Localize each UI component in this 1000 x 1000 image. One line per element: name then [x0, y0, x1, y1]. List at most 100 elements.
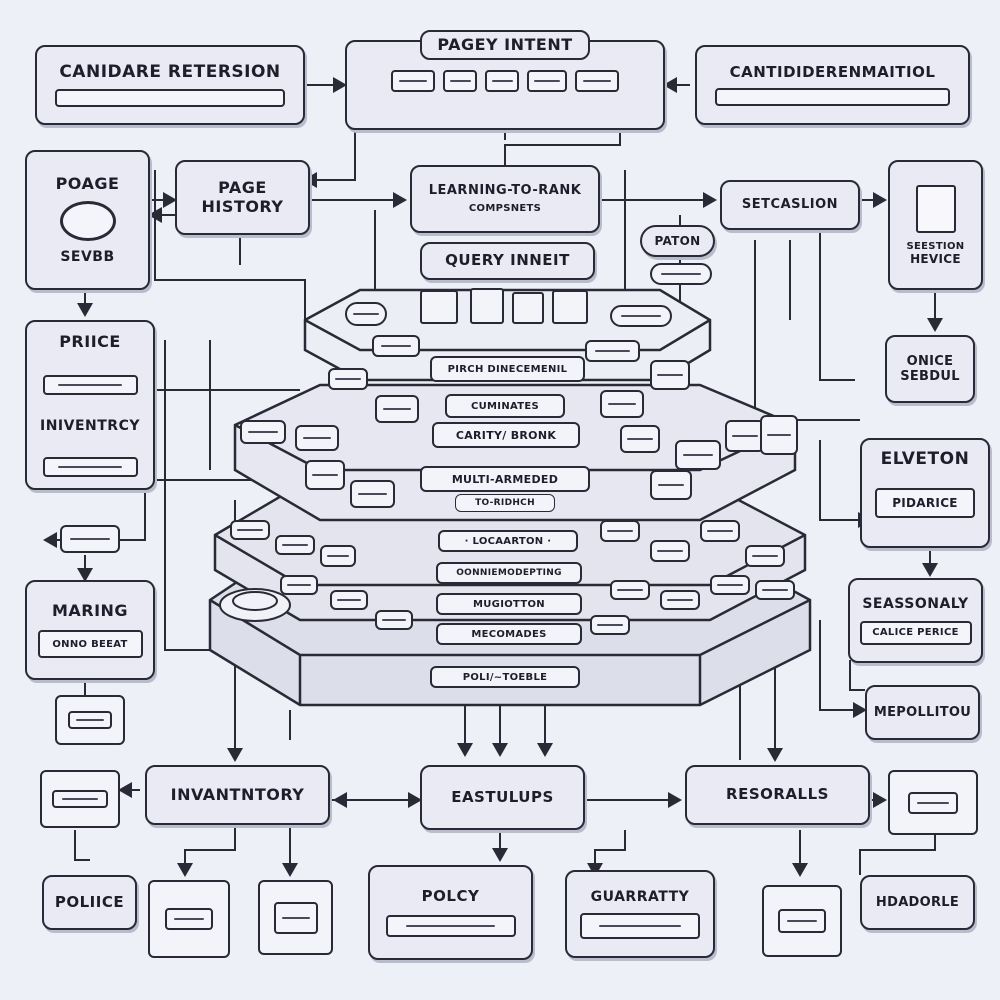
- layer-block: [760, 415, 798, 455]
- page-history-box: PAGE HISTORY: [175, 160, 310, 235]
- stack-layer-label: MULTI-ARMEDED: [420, 466, 590, 492]
- policy-field: [385, 915, 516, 938]
- page-intent-slots: [391, 70, 619, 92]
- key-block: [230, 520, 270, 540]
- small-chip: [258, 880, 333, 955]
- side-chip: [375, 395, 419, 423]
- maring-box: MARING ONNO BEEAT: [25, 580, 155, 680]
- stack-layer-label: MUGIOTTON: [436, 593, 582, 615]
- stack-layer-label: · LOCAARTON ·: [438, 530, 578, 552]
- once-sebdul-box: ONICE SEBDUL: [885, 335, 975, 403]
- page-sevbb-box: POAGE SEVBB: [25, 150, 150, 290]
- policy-label: POLCY: [421, 886, 480, 905]
- learning-to-rank-box: LEARNING-TO-RANK COMPSNETS: [410, 165, 600, 233]
- elevation-label: ELVETON: [880, 449, 970, 469]
- page-intent-box: PAGEY INTENT: [345, 30, 665, 130]
- selection-device-line2: HEVICE: [910, 251, 961, 266]
- candidate-right-field: [715, 87, 950, 106]
- query-innet-box: QUERY INNEIT: [420, 242, 595, 280]
- inventory-bottom-label: INVANTNTORY: [170, 784, 305, 804]
- stack-layer-label: POLI/~TOEBLE: [430, 666, 580, 688]
- side-chip: [372, 335, 420, 357]
- mepollition-box: MEPOLLITOU: [865, 685, 980, 740]
- key-block: [650, 540, 690, 562]
- intent-slot: [443, 70, 477, 92]
- side-chip: [328, 368, 368, 390]
- resoralls-box: RESORALLS: [685, 765, 870, 825]
- inventory-left-field: [42, 456, 138, 477]
- intent-slot: [575, 70, 619, 92]
- key-block: [755, 580, 795, 600]
- inventory-bottom-box: INVANTNTORY: [145, 765, 330, 825]
- candidate-retension-box: CANIDARE RETERSION: [35, 45, 305, 125]
- bubble-chip: [345, 302, 387, 326]
- page-sevbb-title: POAGE: [55, 173, 120, 193]
- layer-block: [305, 460, 345, 490]
- candidate-right-label: CANTIDIDERENMAITIOL: [729, 63, 936, 82]
- selection-device-line1: SEESTION: [906, 240, 965, 252]
- once-sebdul-line2: SEBDUL: [900, 369, 960, 384]
- key-block: [375, 610, 413, 630]
- cube-block: [470, 288, 504, 324]
- intent-slot: [527, 70, 567, 92]
- small-chip: [55, 695, 125, 745]
- stack-layer-label: TO-RIDHCH: [455, 494, 555, 512]
- small-chip: [148, 880, 230, 958]
- candidate-retension-field: [55, 88, 285, 107]
- cube-block: [512, 292, 544, 324]
- police-box: POLIICE: [42, 875, 137, 930]
- key-block: [330, 590, 368, 610]
- intent-slot: [485, 70, 519, 92]
- policy-box: POLCY: [368, 865, 533, 960]
- hdadorle-box: HDADORLE: [860, 875, 975, 930]
- page-sevbb-subtitle: SEVBB: [60, 249, 115, 266]
- candidate-right-box: CANTIDIDERENMAITIOL: [695, 45, 970, 125]
- stack-layer-label: MECOMADES: [436, 623, 582, 645]
- key-block: [610, 580, 650, 600]
- stack-layer-label: CARITY/ BRONK: [432, 422, 580, 448]
- price-field: [42, 374, 138, 395]
- key-block: [590, 615, 630, 635]
- key-block: [710, 575, 750, 595]
- mepollition-label: MEPOLLITOU: [873, 705, 972, 720]
- setcasion-box: SETCASLION: [720, 180, 860, 230]
- key-block: [700, 520, 740, 542]
- side-chip: [585, 340, 640, 362]
- seasonally-label: SEASSONALY: [862, 596, 969, 613]
- layer-block: [725, 420, 765, 452]
- key-block: [745, 545, 785, 567]
- key-block: [320, 545, 356, 567]
- hdadorle-label: HDADORLE: [875, 895, 960, 910]
- bubble-chip: [610, 305, 672, 327]
- pidarice-field: PIDARICE: [875, 487, 975, 518]
- key-block: [660, 590, 700, 610]
- small-chip: [60, 525, 120, 553]
- page-intent-title: PAGEY INTENT: [437, 34, 573, 54]
- side-chip: [650, 360, 690, 390]
- layer-block: [675, 440, 721, 470]
- bubble-chip: [650, 263, 712, 285]
- elevation-box: ELVETON PIDARICE: [860, 438, 990, 548]
- calce-perice-label: CALICE PERICE: [872, 627, 959, 639]
- onno-beeat-field: ONNO BEEAT: [37, 630, 143, 659]
- small-chip: [40, 770, 120, 828]
- key-block: [275, 535, 315, 555]
- key-block: [280, 575, 318, 595]
- learning-to-rank-title: LEARNING-TO-RANK: [428, 183, 582, 199]
- stack-layer-label: PIRCH DINECEMENIL: [430, 356, 585, 382]
- guarantty-box: GUARRATTY: [565, 870, 715, 958]
- calce-perice-field: CALICE PERICE: [859, 620, 972, 645]
- patton-bubble: PATON: [640, 225, 715, 257]
- onno-beeat-label: ONNO BEEAT: [52, 638, 128, 650]
- key-block: [600, 520, 640, 542]
- resoralls-label: RESORALLS: [726, 785, 829, 804]
- setcasion-label: SETCASLION: [741, 196, 839, 212]
- layer-block: [240, 420, 286, 444]
- once-sebdul-line1: ONICE: [906, 354, 954, 369]
- seasonally-box: SEASSONALY CALICE PERICE: [848, 578, 983, 663]
- price-label: PRIICE: [59, 332, 121, 352]
- selection-device-box: SEESTION HEVICE: [888, 160, 983, 290]
- eastulups-box: EASTULUPS: [420, 765, 585, 830]
- intent-slot: [391, 70, 435, 92]
- learning-to-rank-subtitle: COMPSNETS: [468, 202, 542, 214]
